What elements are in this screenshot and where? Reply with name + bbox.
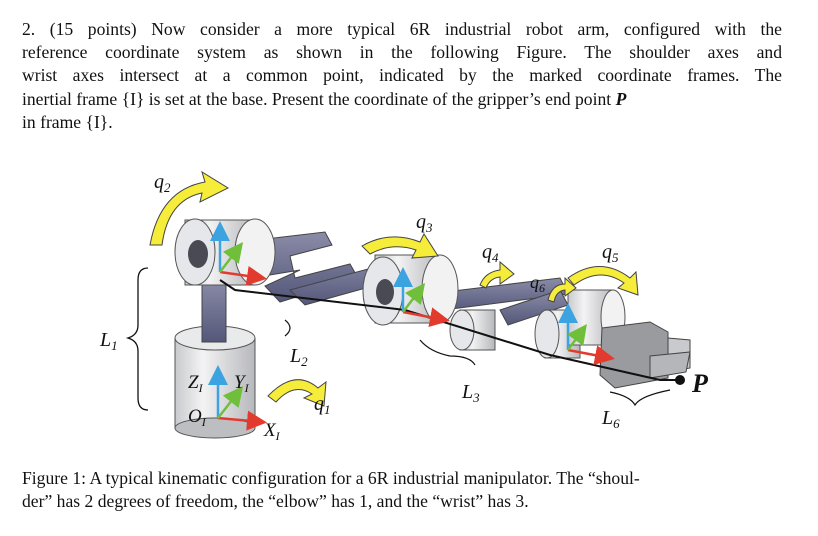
label-XI-sub: I: [275, 429, 281, 440]
label-q4-sub: 4: [492, 250, 499, 265]
label-q5: q5: [602, 241, 619, 265]
brace-L2: [284, 319, 291, 337]
brace-L3: [419, 339, 476, 366]
wrist-axis-y: [566, 323, 587, 351]
label-L6-sub: 6: [613, 416, 620, 431]
problem-line-4: inertial frame {I} is set at the base. P…: [22, 88, 782, 111]
brace-L6: [609, 389, 671, 407]
problem-line-1: 2. (15 points) Now consider a more typic…: [22, 19, 782, 39]
figure-caption: Figure 1: A typical kinematic configurat…: [22, 467, 782, 513]
label-q6-sub: 6: [539, 281, 545, 295]
wrist-joint-1: [449, 309, 496, 351]
label-q2: q2: [154, 171, 171, 195]
label-q4: q4: [482, 241, 499, 265]
label-L3-sub: 3: [472, 390, 480, 405]
brace-L1: [125, 267, 149, 411]
gripper: [599, 321, 691, 389]
rotation-arrow-q3: [361, 232, 439, 259]
label-YI-sub: I: [244, 381, 250, 395]
label-q2-sub: 2: [164, 180, 171, 195]
label-q1-sub: 1: [324, 402, 331, 417]
rotation-arrow-q2: [149, 170, 230, 246]
shoulder-joint: [174, 218, 276, 286]
label-OI-sub: I: [201, 415, 207, 429]
label-L2-sub: 2: [301, 354, 308, 369]
label-ZI: ZI: [188, 372, 204, 395]
label-q6: q6: [530, 272, 545, 295]
label-q3: q3: [416, 211, 433, 235]
end-point-P: [675, 375, 685, 385]
problem-line-3: wrist axes intersect at a common point, …: [22, 65, 782, 86]
label-q3-sub: 3: [425, 220, 433, 235]
problem-line-2: reference coordinate system as shown in …: [22, 42, 782, 63]
problem-line-5: in frame {I}.: [22, 111, 113, 132]
base-link: [201, 279, 227, 343]
label-ZI-sub: I: [198, 381, 204, 395]
elbow-axis-x: [402, 307, 450, 328]
elbow-axis-y: [402, 283, 426, 313]
caption-line-1: Figure 1: A typical kinematic configurat…: [22, 468, 640, 488]
label-L1: L1: [99, 329, 118, 353]
label-P: P: [691, 369, 709, 398]
inertial-axis-x: [217, 410, 267, 431]
wrist-axis-x: [567, 345, 615, 366]
label-q1: q1: [314, 393, 331, 417]
label-L6: L6: [601, 407, 620, 431]
kinematic-chain-line: [219, 279, 680, 381]
rotation-arrow-q1: [267, 379, 327, 407]
problem-statement: 2. (15 points) Now consider a more typic…: [22, 18, 782, 134]
robot-arm-figure: q2 q3 q4 q5 q6 q1 L1 L2 L3 L6 ZI YI OI X…: [99, 170, 709, 440]
label-q5-sub: 5: [612, 250, 619, 265]
rotation-arrow-q5: [567, 266, 639, 296]
label-OI: OI: [188, 406, 207, 429]
point-symbol: P: [615, 88, 627, 109]
shoulder-axis-y: [219, 242, 244, 273]
caption-line-2: der” has 2 degrees of freedom, the “elbo…: [22, 491, 529, 512]
rotation-arrow-q4: [479, 260, 515, 289]
label-L2: L2: [289, 345, 308, 369]
label-XI: XI: [263, 420, 281, 440]
label-L1-sub: 1: [111, 338, 118, 353]
label-L3: L3: [461, 381, 480, 405]
rotation-arrow-q6: [547, 276, 577, 303]
label-YI: YI: [234, 372, 250, 395]
problem-line-4-text: inertial frame {I} is set at the base. P…: [22, 88, 616, 109]
shoulder-axis-x: [219, 265, 267, 286]
inertial-axis-y: [217, 386, 244, 419]
